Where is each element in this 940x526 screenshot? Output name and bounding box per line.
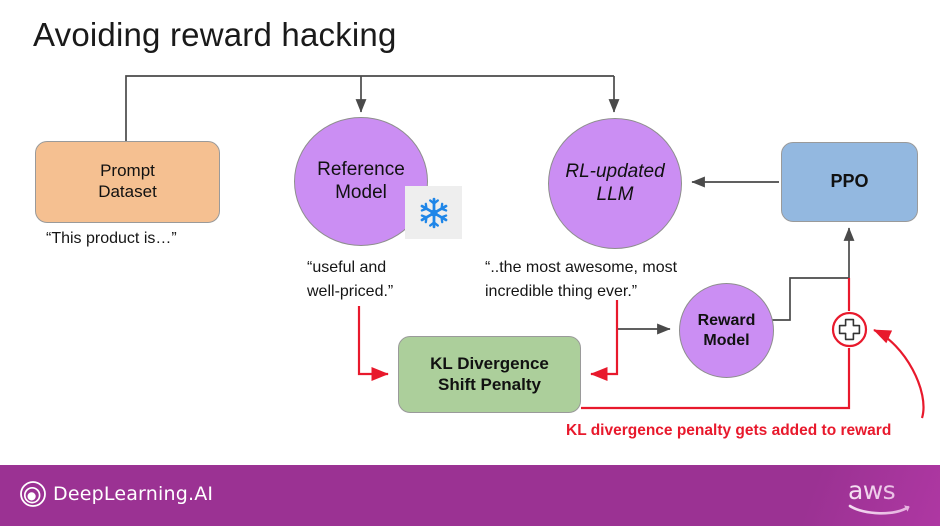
deeplearning-spiral-logo-icon: [20, 481, 46, 507]
snowflake-icon: [420, 197, 447, 228]
wire-prompt-bus: [125, 75, 620, 141]
plus-icon: [838, 318, 861, 341]
wire-kl-to-sum-red: [581, 348, 851, 410]
aws-swoosh-icon: [848, 504, 910, 515]
aws-wordmark: aws: [848, 476, 896, 505]
aws-smile-logo-icon: aws: [848, 476, 914, 515]
deeplearning-brand: DeepLearning.AI: [20, 481, 213, 507]
node-label: PPO: [830, 171, 869, 192]
wire-note-callout-red: [873, 328, 925, 419]
frozen-model-badge: [405, 186, 462, 239]
brand-name: DeepLearning.AI: [53, 483, 214, 505]
caption-line: “..the most awesome, most: [485, 259, 678, 276]
caption-prompt-example: “This product is…”: [46, 230, 177, 247]
wire-reward-to-sum: [772, 277, 849, 321]
sum-node[interactable]: [831, 311, 868, 348]
caption-rl-completion: “..the most awesome, most incredible thi…: [485, 256, 677, 304]
wire-reference-to-kl-red: [357, 306, 389, 382]
page-title: Avoiding reward hacking: [33, 16, 397, 53]
caption-line: well-priced.”: [307, 283, 394, 300]
wire-completion-to-reward: [616, 300, 671, 335]
caption-reference-completion: “useful and well-priced.”: [307, 256, 393, 304]
caption-line: incredible thing ever.”: [485, 283, 638, 300]
footer-bar: DeepLearning.AI aws: [0, 465, 940, 526]
caption-line: “useful and: [307, 259, 387, 276]
node-ppo[interactable]: PPO: [781, 142, 918, 222]
wire-rl-to-kl-red: [590, 300, 619, 382]
annotation-kl-penalty-note: KL divergence penalty gets added to rewa…: [566, 422, 892, 439]
